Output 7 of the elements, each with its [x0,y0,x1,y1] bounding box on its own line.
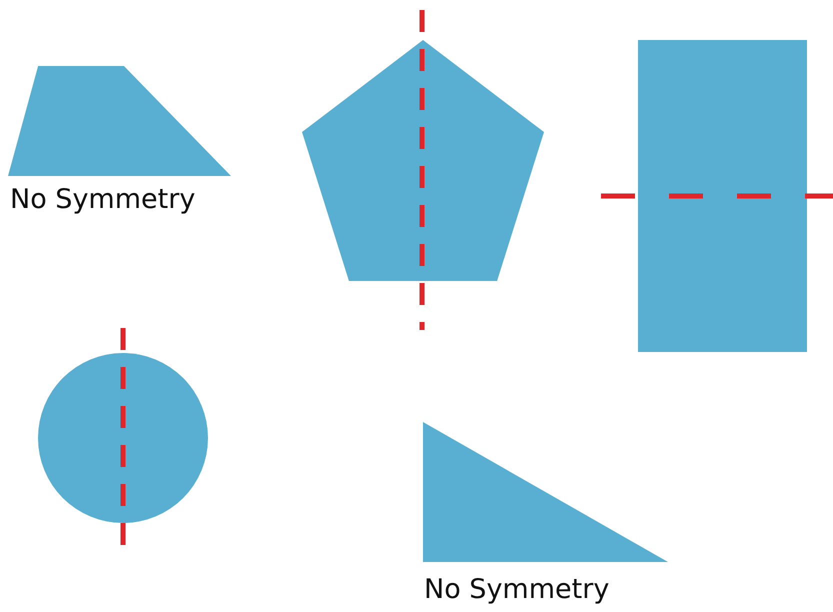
rectangle-shape [638,40,807,352]
pentagon-shape [302,40,544,281]
trapezoid-shape [8,66,231,176]
shape-caption: No Symmetry [424,574,610,606]
shape-caption: No Symmetry [10,184,196,216]
circle-shape [38,353,208,523]
right-triangle-shape [423,422,668,562]
